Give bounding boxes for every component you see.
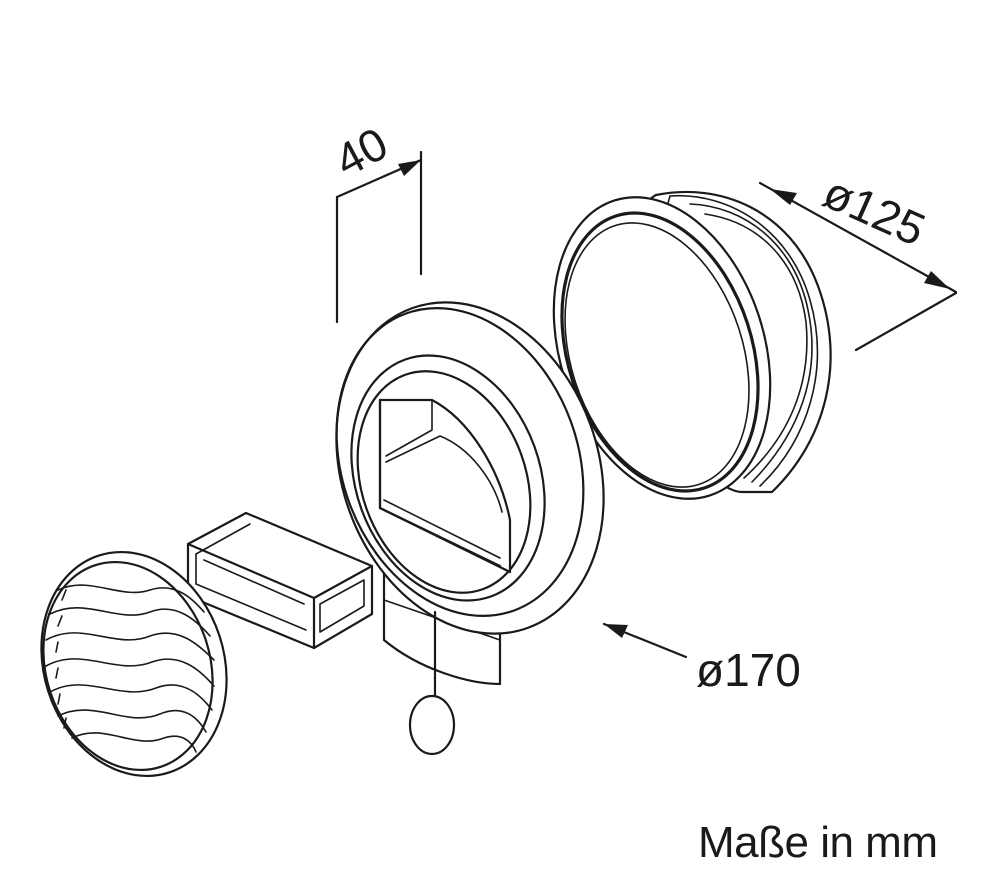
connector-flange-lip xyxy=(564,222,750,488)
dimension-line-125 xyxy=(758,181,958,294)
arrowhead-170 xyxy=(604,624,628,638)
opening-inner-edge-2 xyxy=(385,435,503,513)
plate-rim xyxy=(335,307,585,617)
pull-cord-knob xyxy=(408,694,456,756)
grille-louvre-5 xyxy=(49,684,213,711)
dimension-label-125: ø125 xyxy=(816,166,933,256)
dimension-170: ø170 xyxy=(602,622,801,696)
grille-louvre-2 xyxy=(49,606,211,637)
grille-louvre-6 xyxy=(57,709,207,733)
arrowhead-125-bottom xyxy=(924,271,950,289)
extension-line-125 xyxy=(854,291,958,352)
insert-inner-line-1 xyxy=(195,553,307,631)
grille-louvre-1 xyxy=(57,584,205,613)
grille-louvre-7 xyxy=(71,732,197,753)
arrowhead-125-top xyxy=(770,189,797,205)
units-note: Maße in mm xyxy=(698,818,938,867)
grille-louvre-3 xyxy=(45,632,215,661)
damper-insert xyxy=(186,511,374,650)
insert-inner-line-3 xyxy=(203,559,305,605)
pipe-connector xyxy=(552,190,832,500)
insert-inner-line-2 xyxy=(195,523,251,555)
louvred-grille xyxy=(40,550,228,778)
opening-inner-edge-1 xyxy=(385,399,433,457)
dimension-40: 40 xyxy=(326,117,423,324)
connector-ridge-3 xyxy=(704,213,808,479)
connector-flange-inner xyxy=(560,211,760,493)
arrowhead-40 xyxy=(398,160,421,176)
connector-ridge-1 xyxy=(669,194,819,487)
grille-louvre-ends xyxy=(55,589,67,729)
insert-end-slot xyxy=(319,579,365,633)
plate-inner-ring-2 xyxy=(356,370,532,594)
plate-inner-ring xyxy=(350,354,546,602)
opening-bottom-edge-2 xyxy=(383,499,501,559)
square-opening xyxy=(378,398,512,574)
grille-louvre-4 xyxy=(45,658,215,687)
opening-bottom-edge xyxy=(378,506,502,568)
connector-ridge-2 xyxy=(689,203,813,483)
wall-plate xyxy=(335,301,605,756)
dimension-label-170: ø170 xyxy=(696,644,801,696)
